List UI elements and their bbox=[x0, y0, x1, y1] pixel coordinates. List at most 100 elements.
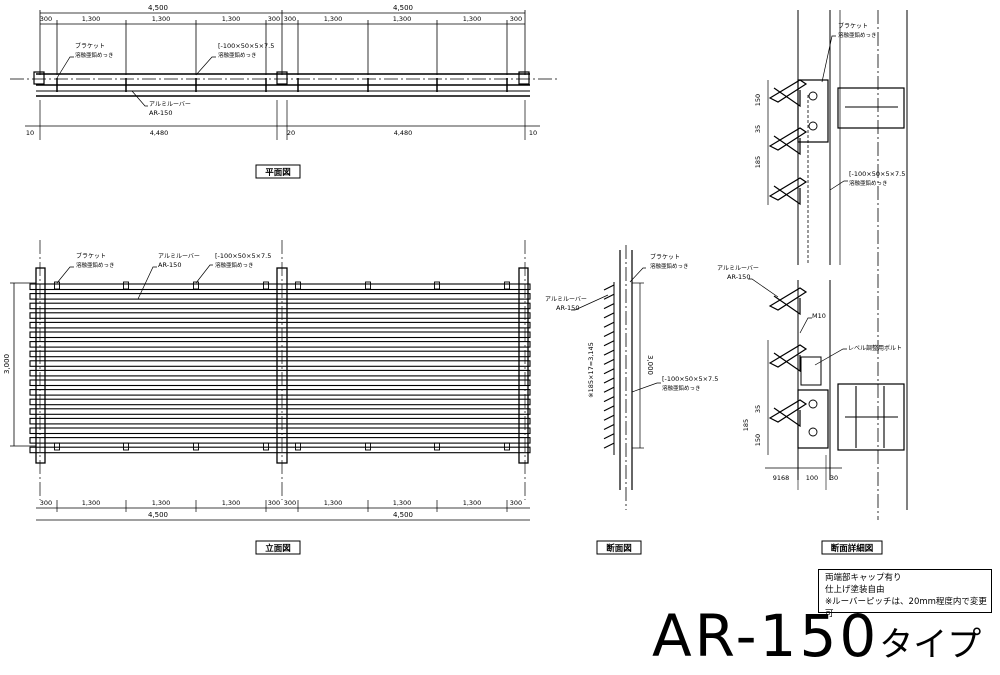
detail-dim-9168: 9168 bbox=[773, 474, 790, 482]
elev-channel-label: [-100×50×5×7.5 bbox=[215, 252, 271, 260]
plan-dim-edge: 300 bbox=[510, 15, 522, 23]
detail-dim-30: 30 bbox=[830, 474, 838, 482]
plan-view: 4,500 4,500 300 1,300 1,300 1,300 300 30… bbox=[10, 4, 560, 179]
detail-view-title: 断面詳細図 bbox=[831, 543, 874, 554]
louver-slat bbox=[29, 302, 531, 310]
sect-pitch-note: ※185×17=3,145 bbox=[587, 342, 595, 398]
plan-louver-label: アルミルーバー bbox=[149, 101, 191, 108]
louver-blade bbox=[603, 284, 615, 291]
detail-dim-185: 185 bbox=[754, 156, 762, 168]
detail-bracket-label: ブラケット bbox=[838, 22, 868, 30]
louver-blade bbox=[603, 433, 615, 440]
louver-blade bbox=[768, 127, 808, 151]
elev-dim-total-left: 4,500 bbox=[148, 511, 168, 519]
plan-dim-edge: 300 bbox=[268, 15, 280, 23]
sect-bracket-finish: 溶融亜鉛めっき bbox=[650, 262, 689, 270]
plan-dim-bay: 1,300 bbox=[463, 15, 482, 23]
note-line: 両端部キャップ有り bbox=[825, 573, 902, 583]
louver-blade bbox=[768, 399, 808, 423]
section-view-title: 断面図 bbox=[606, 543, 632, 554]
blade-arm bbox=[773, 185, 801, 206]
notes-box: 両端部キャップ有り 仕上げ塗装自由 ※ルーバーピッチは、20mm程度内で変更可 bbox=[818, 569, 992, 619]
bracket-mark bbox=[365, 281, 371, 290]
louver-blade bbox=[768, 287, 808, 311]
elevation-view: ブラケット 溶融亜鉛めっき アルミルーバー AR-150 [-100×50×5×… bbox=[3, 240, 531, 555]
product-type-suffix: タイプ bbox=[879, 625, 982, 665]
louver-slat bbox=[29, 331, 531, 339]
elev-louver-model: AR-150 bbox=[158, 261, 181, 269]
elev-bracket-finish: 溶融亜鉛めっき bbox=[76, 261, 115, 269]
elev-dim-bay: 1,300 bbox=[393, 499, 412, 507]
louver-blade bbox=[603, 340, 615, 347]
sect-louver-model: AR-150 bbox=[556, 304, 579, 312]
plan-dim-total-left: 4,500 bbox=[148, 4, 168, 12]
detail-m10-label: M10 bbox=[812, 312, 826, 320]
detail-channel-finish: 溶融亜鉛めっき bbox=[849, 179, 888, 187]
elev-dim-edge: 300 bbox=[284, 499, 296, 507]
bracket-mark bbox=[54, 281, 60, 290]
bracket-mark bbox=[193, 281, 199, 290]
louver-slat bbox=[29, 350, 531, 358]
detail-dim-150: 150 bbox=[754, 434, 762, 446]
louver-blade bbox=[603, 424, 615, 430]
louver-blade bbox=[603, 293, 615, 300]
louver-blade bbox=[768, 344, 808, 368]
plan-bracket-label: ブラケット bbox=[75, 42, 105, 50]
detail-dim-35: 35 bbox=[754, 125, 762, 133]
plan-bracket-finish: 溶融亜鉛めっき bbox=[75, 51, 114, 59]
blade-arm bbox=[773, 135, 801, 156]
plan-dim-bay: 1,300 bbox=[152, 15, 171, 23]
louver-slat bbox=[29, 341, 531, 348]
louver-blade bbox=[603, 414, 615, 421]
note-line: ※ルーバーピッチは、20mm程度内で変更可 bbox=[825, 597, 987, 619]
elevation-view-title: 立面図 bbox=[265, 543, 291, 554]
detail-channel-label: [-100×50×5×7.5 bbox=[849, 170, 905, 178]
elev-dim-bay: 1,300 bbox=[82, 499, 101, 507]
sect-channel-finish: 溶融亜鉛めっき bbox=[662, 384, 701, 392]
blade-arm bbox=[773, 87, 801, 108]
elev-dim-bay: 1,300 bbox=[463, 499, 482, 507]
elev-dim-bay: 1,300 bbox=[152, 499, 171, 507]
plan-dim-inner-right: 4,480 bbox=[394, 129, 413, 137]
plan-dim-total-right: 4,500 bbox=[393, 4, 413, 12]
elev-dim-bay: 1,300 bbox=[324, 499, 343, 507]
plan-dim-bay: 1,300 bbox=[324, 15, 343, 23]
louver-blade bbox=[603, 377, 615, 384]
detail-bracket-finish: 溶融亜鉛めっき bbox=[838, 31, 877, 39]
louver-blade bbox=[603, 303, 615, 310]
detail-level-bolt-label: レベル調整用ボルト bbox=[848, 344, 902, 352]
detail-louver-label: アルミルーバー bbox=[717, 265, 759, 272]
detail-dim-35: 35 bbox=[754, 405, 762, 413]
detail-dim-185: 185 bbox=[742, 419, 750, 431]
louver-blade bbox=[603, 442, 615, 449]
elev-channel-finish: 溶融亜鉛めっき bbox=[215, 261, 254, 269]
bracket-mark bbox=[295, 281, 301, 290]
bracket-mark bbox=[295, 442, 301, 451]
section-view: 3,000 ※185×17=3,145 ブラケット 溶融亜鉛めっき アルミルーバ… bbox=[545, 245, 718, 555]
bracket-mark bbox=[123, 281, 129, 290]
plan-louver-model: AR-150 bbox=[149, 109, 172, 117]
plan-dim-end-gap: 10 bbox=[26, 129, 34, 137]
sect-louver-label: アルミルーバー bbox=[545, 296, 587, 303]
bracket-mark bbox=[193, 442, 199, 451]
blade-arm bbox=[773, 295, 801, 316]
bracket-mark bbox=[434, 281, 440, 290]
louver-slat bbox=[29, 312, 531, 319]
product-title: AR-150タイプ bbox=[652, 606, 981, 675]
elev-louver-label: アルミルーバー bbox=[158, 253, 200, 260]
louver-blade bbox=[603, 358, 615, 365]
louver-slat bbox=[29, 389, 531, 396]
detail-dim-150: 150 bbox=[754, 94, 762, 106]
louver-blade bbox=[603, 386, 615, 393]
bracket-mark bbox=[263, 281, 269, 290]
louver-blade bbox=[603, 321, 615, 328]
louver-blade bbox=[603, 405, 615, 412]
elev-dim-edge: 300 bbox=[40, 499, 52, 507]
sect-bracket-label: ブラケット bbox=[650, 253, 680, 261]
product-model: AR-150 bbox=[652, 602, 880, 670]
louver-slat bbox=[29, 379, 531, 387]
blade-arm bbox=[773, 352, 801, 373]
plan-dim-bay: 1,300 bbox=[393, 15, 412, 23]
plan-channel-finish: 溶融亜鉛めっき bbox=[218, 51, 257, 59]
